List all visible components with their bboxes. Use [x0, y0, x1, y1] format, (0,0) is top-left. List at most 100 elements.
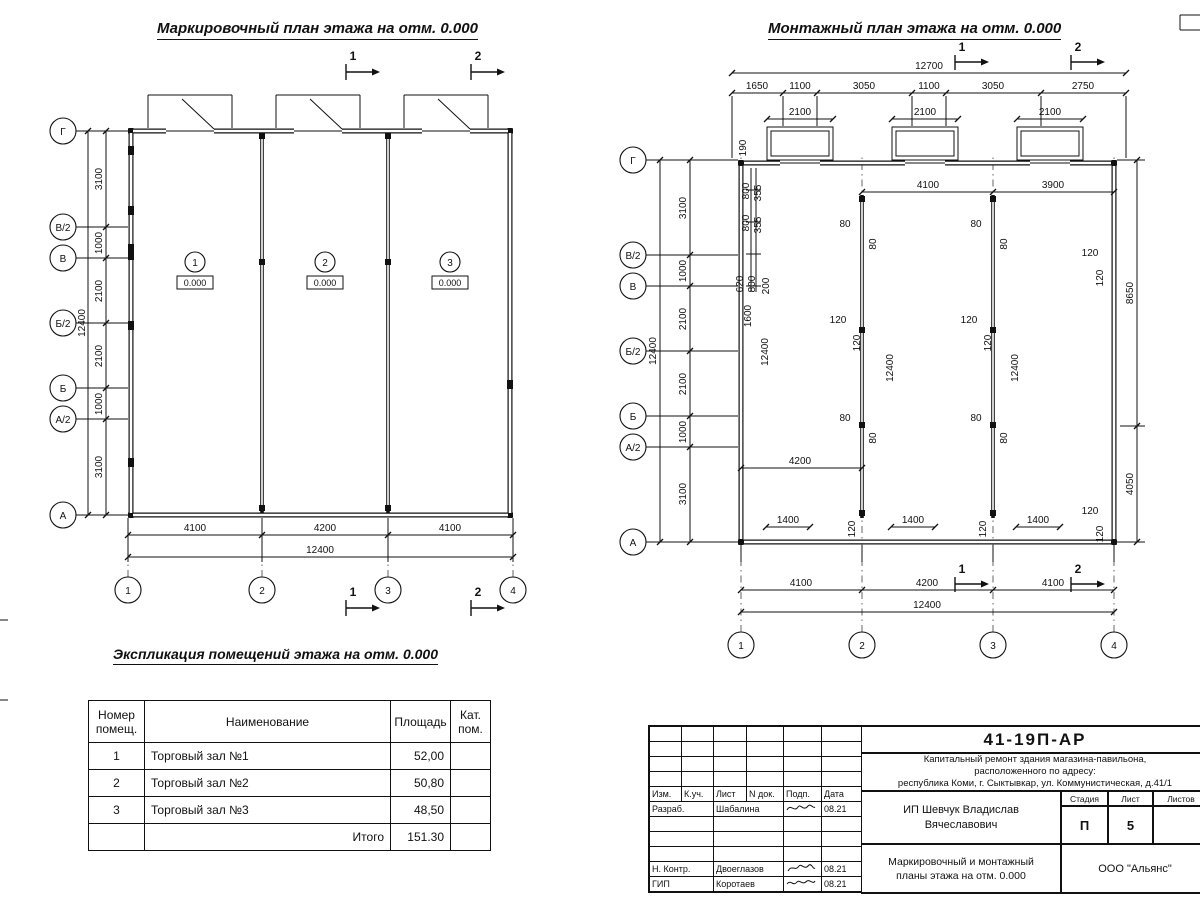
- room-level: 0.000: [184, 278, 207, 288]
- explication-title: Экспликация помещений этажа на отм. 0.00…: [113, 646, 438, 665]
- dim-label: 120: [1095, 269, 1106, 286]
- role-name: Коротаев: [713, 876, 784, 892]
- dim-label: 2100: [94, 279, 105, 302]
- room-area-cell: 48,50: [390, 796, 451, 824]
- col-data: Дата: [821, 786, 862, 802]
- axis-label: 4: [1111, 641, 1117, 652]
- signature-icon: [786, 804, 816, 811]
- sheet-name-cell: Маркировочный и монтажный планы этажа на…: [861, 844, 1061, 894]
- dim-label: 3050: [982, 81, 1005, 92]
- right-plan-dims-interior: 190 800 355 800 355 620 800 200 1600 124…: [735, 139, 1118, 542]
- role-label: ГИП: [649, 876, 714, 892]
- dim-label: 4200: [314, 523, 337, 534]
- col-izm: Изм.: [649, 786, 682, 802]
- dim-label: 1000: [678, 259, 689, 282]
- role-row-gip: ГИП Коротаев 08.21: [649, 876, 862, 892]
- section-label: 1: [350, 585, 357, 599]
- axis-label: Г: [630, 156, 636, 167]
- dim-label: 1000: [678, 420, 689, 443]
- axis-label: В/2: [55, 223, 70, 234]
- axis-label: А: [630, 538, 637, 549]
- project-description-line: расположенного по адресу:: [974, 765, 1096, 777]
- dim-label: 1650: [746, 81, 769, 92]
- section-label: 2: [475, 585, 482, 599]
- title-block-left-grid: Изм. К.уч. Лист N док. Подп. Дата Разраб…: [649, 726, 862, 892]
- signature-cell: [783, 861, 822, 877]
- role-date: 08.21: [821, 876, 862, 892]
- client-name: ИП Шевчук Владислав Вячеславович: [903, 803, 1019, 831]
- col-kuch: К.уч.: [681, 786, 714, 802]
- dim-label: 80: [868, 238, 879, 250]
- dim-label: 3100: [94, 455, 105, 478]
- role-date: 08.21: [821, 801, 862, 817]
- dim-label: 120: [983, 334, 994, 351]
- dim-label: 2100: [678, 372, 689, 395]
- dim-label: 1100: [918, 81, 940, 92]
- table-row: 2 Торговый зал №2 50,80: [88, 769, 491, 797]
- dim-label: 3100: [678, 482, 689, 505]
- dim-label: 80: [999, 432, 1010, 444]
- title-block: Изм. К.уч. Лист N док. Подп. Дата Разраб…: [648, 725, 1200, 894]
- dim-label: 800: [741, 182, 752, 199]
- empty-cell: [88, 823, 145, 851]
- right-plan-walls: [738, 160, 1117, 545]
- axis-label: 3: [990, 641, 996, 652]
- axis-label: Б/2: [626, 347, 641, 358]
- col-ndok: N док.: [746, 786, 784, 802]
- list-value-cell: 5: [1108, 806, 1153, 844]
- role-row-empty: [649, 816, 862, 832]
- section-label: 2: [1075, 562, 1082, 576]
- room-number: 1: [192, 258, 198, 269]
- room-cat-cell: [450, 742, 491, 770]
- axis-label: Б: [60, 384, 67, 395]
- col-header-category: Кат.пом.: [450, 700, 491, 743]
- table-row: 1 Торговый зал №1 52,00: [88, 742, 491, 770]
- company-cell: ООО "Альянс": [1061, 844, 1200, 894]
- revision-row: [649, 771, 862, 787]
- dim-label: 620: [735, 275, 746, 292]
- dim-total-label: 12400: [77, 309, 88, 337]
- section-label: 2: [475, 49, 482, 63]
- dim-label: 120: [830, 315, 847, 326]
- right-plan: 12700 1650 1100 3050 1100 3050 2750 2100…: [619, 40, 1145, 659]
- dim-label: 1000: [94, 392, 105, 415]
- sheet-frame-marks: [0, 14, 1200, 701]
- right-plan-title: Монтажный план этажа на отм. 0.000: [768, 20, 1062, 40]
- total-value-cell: 151.30: [390, 823, 451, 851]
- dim-label: 800: [741, 214, 752, 231]
- plans-drawing: 3100 1000 2100 2100 1000 3100 12400 4100…: [0, 14, 1200, 701]
- axis-label: 2: [259, 586, 265, 597]
- dim-total-label: 12400: [648, 337, 659, 365]
- stage-value-cell: П: [1061, 806, 1108, 844]
- left-plan-title: Маркировочный план этажа на отм. 0.000: [157, 20, 478, 40]
- dim-label: 80: [999, 238, 1010, 250]
- dim-label: 1100: [789, 81, 811, 92]
- company-name: ООО "Альянс": [1098, 863, 1172, 875]
- room-num-cell: 3: [88, 796, 145, 824]
- axis-label: А/2: [55, 415, 70, 426]
- dim-label: 2100: [94, 344, 105, 367]
- room-number: 3: [447, 258, 453, 269]
- project-description-cell: Капитальный ремонт здания магазина-павил…: [861, 753, 1200, 791]
- axis-label: В: [60, 254, 67, 265]
- empty-cell: [450, 823, 491, 851]
- left-plan-axis-circles: Г В/2 В Б/2 Б А/2 А 1 2 3 4: [49, 117, 527, 604]
- dim-label: 1400: [1027, 515, 1050, 526]
- dim-label: 4100: [184, 523, 207, 534]
- dim-label: 4100: [917, 180, 940, 191]
- axis-label: А: [60, 511, 67, 522]
- doc-number-cell: 41-19П-АР: [861, 726, 1200, 753]
- axis-label: А/2: [625, 443, 640, 454]
- col-podp: Подп.: [783, 786, 822, 802]
- right-plan-dims-left: 3100 1000 2100 2100 1000 3100 12400: [648, 156, 694, 546]
- left-plan-dims-left: 3100 1000 2100 2100 1000 3100 12400: [77, 127, 110, 519]
- sheet-name-line: Маркировочный и монтажный: [888, 855, 1034, 868]
- dim-label: 120: [1095, 525, 1106, 542]
- axis-label: Б: [630, 412, 637, 423]
- room-num-cell: 1: [88, 742, 145, 770]
- dim-label: 2750: [1072, 81, 1095, 92]
- signature-cell: [783, 801, 822, 817]
- dim-label: 120: [961, 315, 978, 326]
- right-plan-dims-bottom: 4100 4200 4100 12400 1 2: [737, 545, 1118, 616]
